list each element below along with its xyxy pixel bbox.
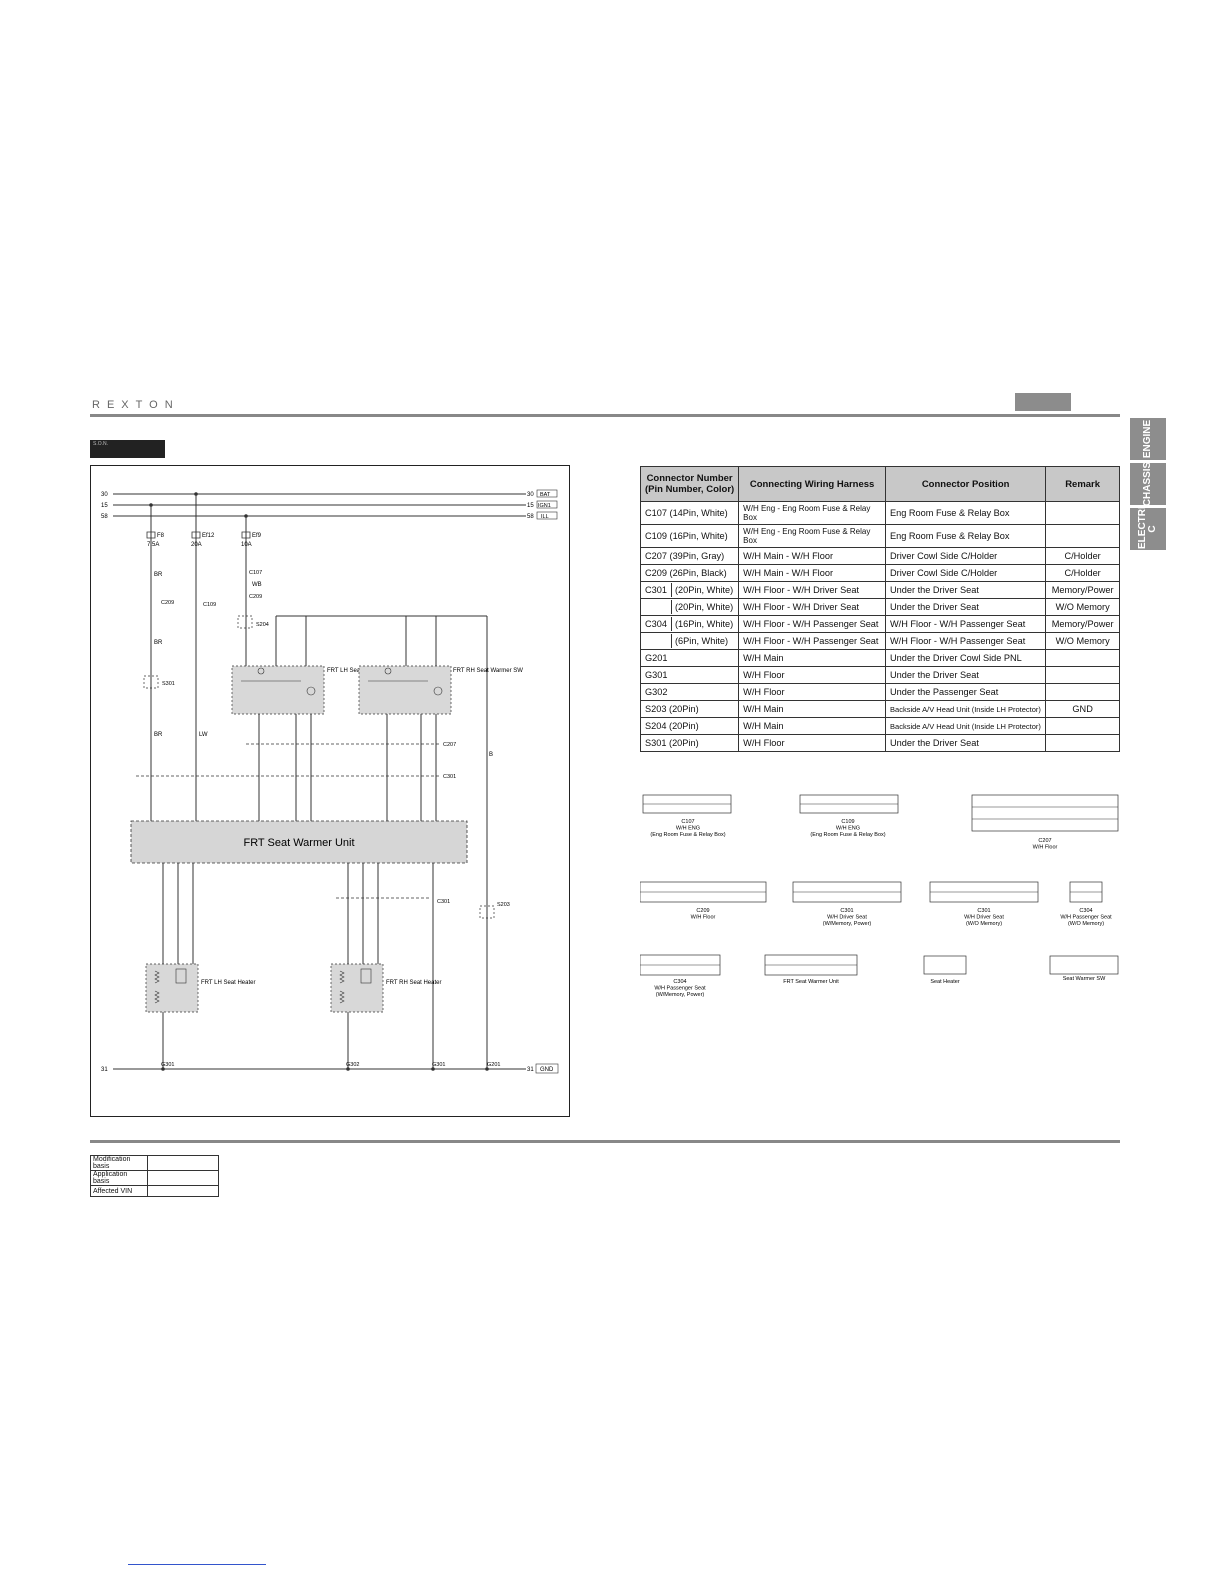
col-position: Connector Position [885, 466, 1047, 502]
svg-text:BR: BR [154, 572, 163, 578]
rail-label-bat: BAT [540, 492, 551, 498]
svg-text:B: B [489, 752, 493, 758]
tab-engine[interactable]: ENGINE [1130, 418, 1166, 460]
bottom-link-underline[interactable] [128, 1564, 266, 1565]
table-row: C107 (14Pin, White)W/H Eng - Eng Room Fu… [639, 501, 1120, 525]
ground-g301: G301 [432, 1062, 445, 1068]
ground-g201: G201 [487, 1062, 500, 1068]
seat-warmer-unit-label: FRT Seat Warmer Unit [243, 837, 354, 849]
svg-text:BR: BR [154, 640, 163, 646]
svg-text:S301: S301 [162, 681, 175, 687]
svg-text:10A: 10A [241, 542, 252, 548]
rail-label-ill: ILL [541, 514, 549, 520]
tab-electric[interactable]: ELECTRI C [1130, 506, 1166, 550]
svg-text:30: 30 [527, 492, 534, 498]
table-row: C301(20Pin, White)W/H Floor - W/H Driver… [639, 581, 1120, 599]
footer-divider [90, 1140, 1120, 1143]
rail-num-30: 30 [101, 492, 108, 498]
fuse-ef9: Ef9 [252, 533, 262, 539]
col-remark: Remark [1045, 466, 1120, 502]
rail-num-15: 15 [101, 503, 108, 509]
svg-text:S203: S203 [497, 902, 510, 908]
seat-warmer-unit-box [130, 820, 468, 864]
caption-seat-warmer-unit: FRT Seat Warmer Unit [783, 979, 839, 985]
connector-table: Connector Number (Pin Number, Color) Con… [639, 466, 1120, 752]
svg-text:31: 31 [101, 1067, 108, 1073]
caption-seat-heater: Seat Heater [930, 979, 960, 985]
svg-text:C109: C109 [203, 602, 216, 608]
rh-heater-label: FRT RH Seat Heater [386, 980, 441, 986]
header-divider [90, 414, 1120, 417]
table-row: (6Pin, White)W/H Floor - W/H Passenger S… [639, 632, 1120, 650]
fuse-ef12: Ef12 [202, 533, 215, 539]
page-marker-box [1015, 393, 1071, 411]
col-harness: Connecting Wiring Harness [738, 466, 887, 502]
caption-seat-warmer-sw: Seat Warmer SW [1063, 976, 1106, 982]
table-row: (20Pin, White)W/H Floor - W/H Driver Sea… [639, 598, 1120, 616]
svg-text:20A: 20A [191, 542, 202, 548]
rh-heater-box [330, 963, 384, 1013]
lh-heater-box [145, 963, 199, 1013]
svg-text:58: 58 [527, 514, 534, 520]
rh-switch-label: FRT RH Seat Warmer SW [453, 668, 523, 674]
wiring-diagram: 30 15 58 30 15 58 BAT IGN1 ILL F8 7.5A Ef1… [90, 465, 570, 1117]
svg-text:C207: C207 [443, 742, 456, 748]
ground-g302: G302 [346, 1062, 359, 1068]
svg-text:LW: LW [199, 732, 208, 738]
rail-label-ign: IGN1 [538, 503, 551, 509]
gnd-label: GND [540, 1067, 554, 1073]
fuse-f8: F8 [157, 533, 165, 539]
svg-text:C209: C209 [249, 594, 262, 600]
col-connector: Connector Number (Pin Number, Color) [639, 466, 740, 502]
table-row: C109 (16Pin, White)W/H Eng - Eng Room Fu… [639, 524, 1120, 548]
tab-chassis[interactable]: CHASSIS [1130, 462, 1166, 506]
svg-text:C301: C301 [443, 774, 456, 780]
svg-text:S204: S204 [256, 622, 269, 628]
svg-text:7.5A: 7.5A [147, 542, 159, 548]
svg-text:C301: C301 [437, 899, 450, 905]
svg-text:BR: BR [154, 732, 163, 738]
rail-num-58: 58 [101, 514, 108, 520]
svg-text:15: 15 [527, 503, 534, 509]
svg-text:C209: C209 [161, 600, 174, 606]
modification-table: Modification basis Application basis Aff… [90, 1155, 219, 1197]
ground-g301-lh: G301 [161, 1062, 174, 1068]
svg-text:WB: WB [252, 582, 262, 588]
lh-switch-box [231, 665, 325, 715]
svg-text:C107: C107 [249, 570, 262, 576]
rh-switch-box [358, 665, 452, 715]
section-label: S.O.N. [90, 440, 165, 458]
brand-logo: REXTON [92, 399, 180, 411]
wiring-svg: 30 15 58 30 15 58 BAT IGN1 ILL F8 7.5A Ef1… [101, 489, 559, 1074]
svg-text:31: 31 [527, 1067, 534, 1073]
table-row: C304(16Pin, White)W/H Floor - W/H Passen… [639, 615, 1120, 633]
lh-heater-label: FRT LH Seat Heater [201, 980, 255, 986]
